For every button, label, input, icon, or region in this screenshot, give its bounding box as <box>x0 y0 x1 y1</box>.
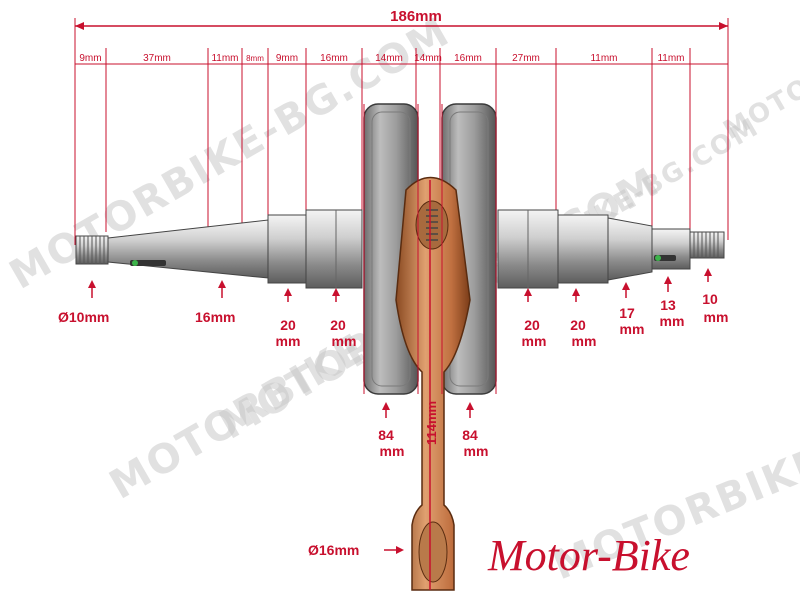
shaft-diameter-unit: mm <box>660 313 685 329</box>
watermark-text: MOTORBIKE-BG.COM <box>719 0 800 146</box>
taper-diameter-unit: mm <box>620 321 645 337</box>
web-diameter-unit: mm <box>380 443 405 459</box>
web-diameter-label: 84 <box>462 427 478 443</box>
web-diameter-label: 84 <box>378 427 394 443</box>
brand-logo-text: Motor-Bike <box>487 531 690 580</box>
callout-20-right-a: 20 mm <box>522 288 547 349</box>
journal-diameter-label: 20 <box>570 317 586 333</box>
callout-pin: Ø16mm <box>308 542 404 558</box>
segment-length-label: 11mm <box>211 53 238 64</box>
segment-length-label: 8mm <box>246 54 264 63</box>
callout-17: 17 mm <box>619 282 644 337</box>
rod-length-label: 114mm <box>424 401 439 445</box>
segment-length-label: 9mm <box>276 53 298 64</box>
segment-dimensions: 9mm 37mm 11mm 8mm 9mm 16mm 14mm 14mm 16mm 27mm 11m… <box>74 48 729 232</box>
rod-length-dimension: 114mm <box>424 180 439 590</box>
callout-20-left-a: 20 mm <box>276 288 301 349</box>
web-diameter-marks <box>363 104 497 394</box>
segment-length-label: 16mm <box>320 53 348 64</box>
pin-diameter-label: Ø16mm <box>308 542 359 558</box>
segment-length-label: 27mm <box>512 53 540 64</box>
taper-diameter-label: 17 <box>619 305 635 321</box>
segment-length-label: 9mm <box>79 53 101 64</box>
segment-length-label: 14mm <box>414 53 442 64</box>
callouts: Ø10mm 16mm 20 mm 20 mm 20 mm 20 <box>58 268 728 558</box>
thread-diameter-label: 10 <box>702 291 718 307</box>
web-diameter-unit: mm <box>464 443 489 459</box>
segment-length-label: 37mm <box>143 53 171 64</box>
thread-diameter-unit: mm <box>704 309 729 325</box>
callout-13: 13 mm <box>660 276 685 329</box>
journal-diameter-label: 20 <box>524 317 540 333</box>
shaft-end-diameter-label: Ø10mm <box>58 309 109 325</box>
segment-length-label: 14mm <box>375 53 403 64</box>
callout-d10: Ø10mm <box>58 280 109 325</box>
segment-length-label: 11mm <box>590 53 617 64</box>
journal-diameter-unit: mm <box>332 333 357 349</box>
callout-10: 10 mm <box>702 268 728 325</box>
journal-diameter-label: 20 <box>280 317 296 333</box>
taper-diameter-label: 16mm <box>195 309 235 325</box>
callout-20-right-b: 20 mm <box>570 288 596 349</box>
journal-diameter-unit: mm <box>276 333 301 349</box>
callout-84-left: 84 mm <box>378 402 404 459</box>
right-shaft <box>497 209 725 289</box>
segment-length-label: 11mm <box>657 53 684 64</box>
journal-diameter-label: 20 <box>330 317 346 333</box>
segment-length-label: 16mm <box>454 53 482 64</box>
callout-16mm: 16mm <box>195 280 235 325</box>
shaft-diameter-label: 13 <box>660 297 676 313</box>
left-shaft <box>75 209 363 289</box>
callout-20-left-b: 20 mm <box>330 288 356 349</box>
total-length-label: 186mm <box>390 8 442 25</box>
journal-diameter-unit: mm <box>522 333 547 349</box>
journal-diameter-unit: mm <box>572 333 597 349</box>
connecting-rod <box>395 176 471 591</box>
callout-84-right: 84 mm <box>462 402 488 459</box>
